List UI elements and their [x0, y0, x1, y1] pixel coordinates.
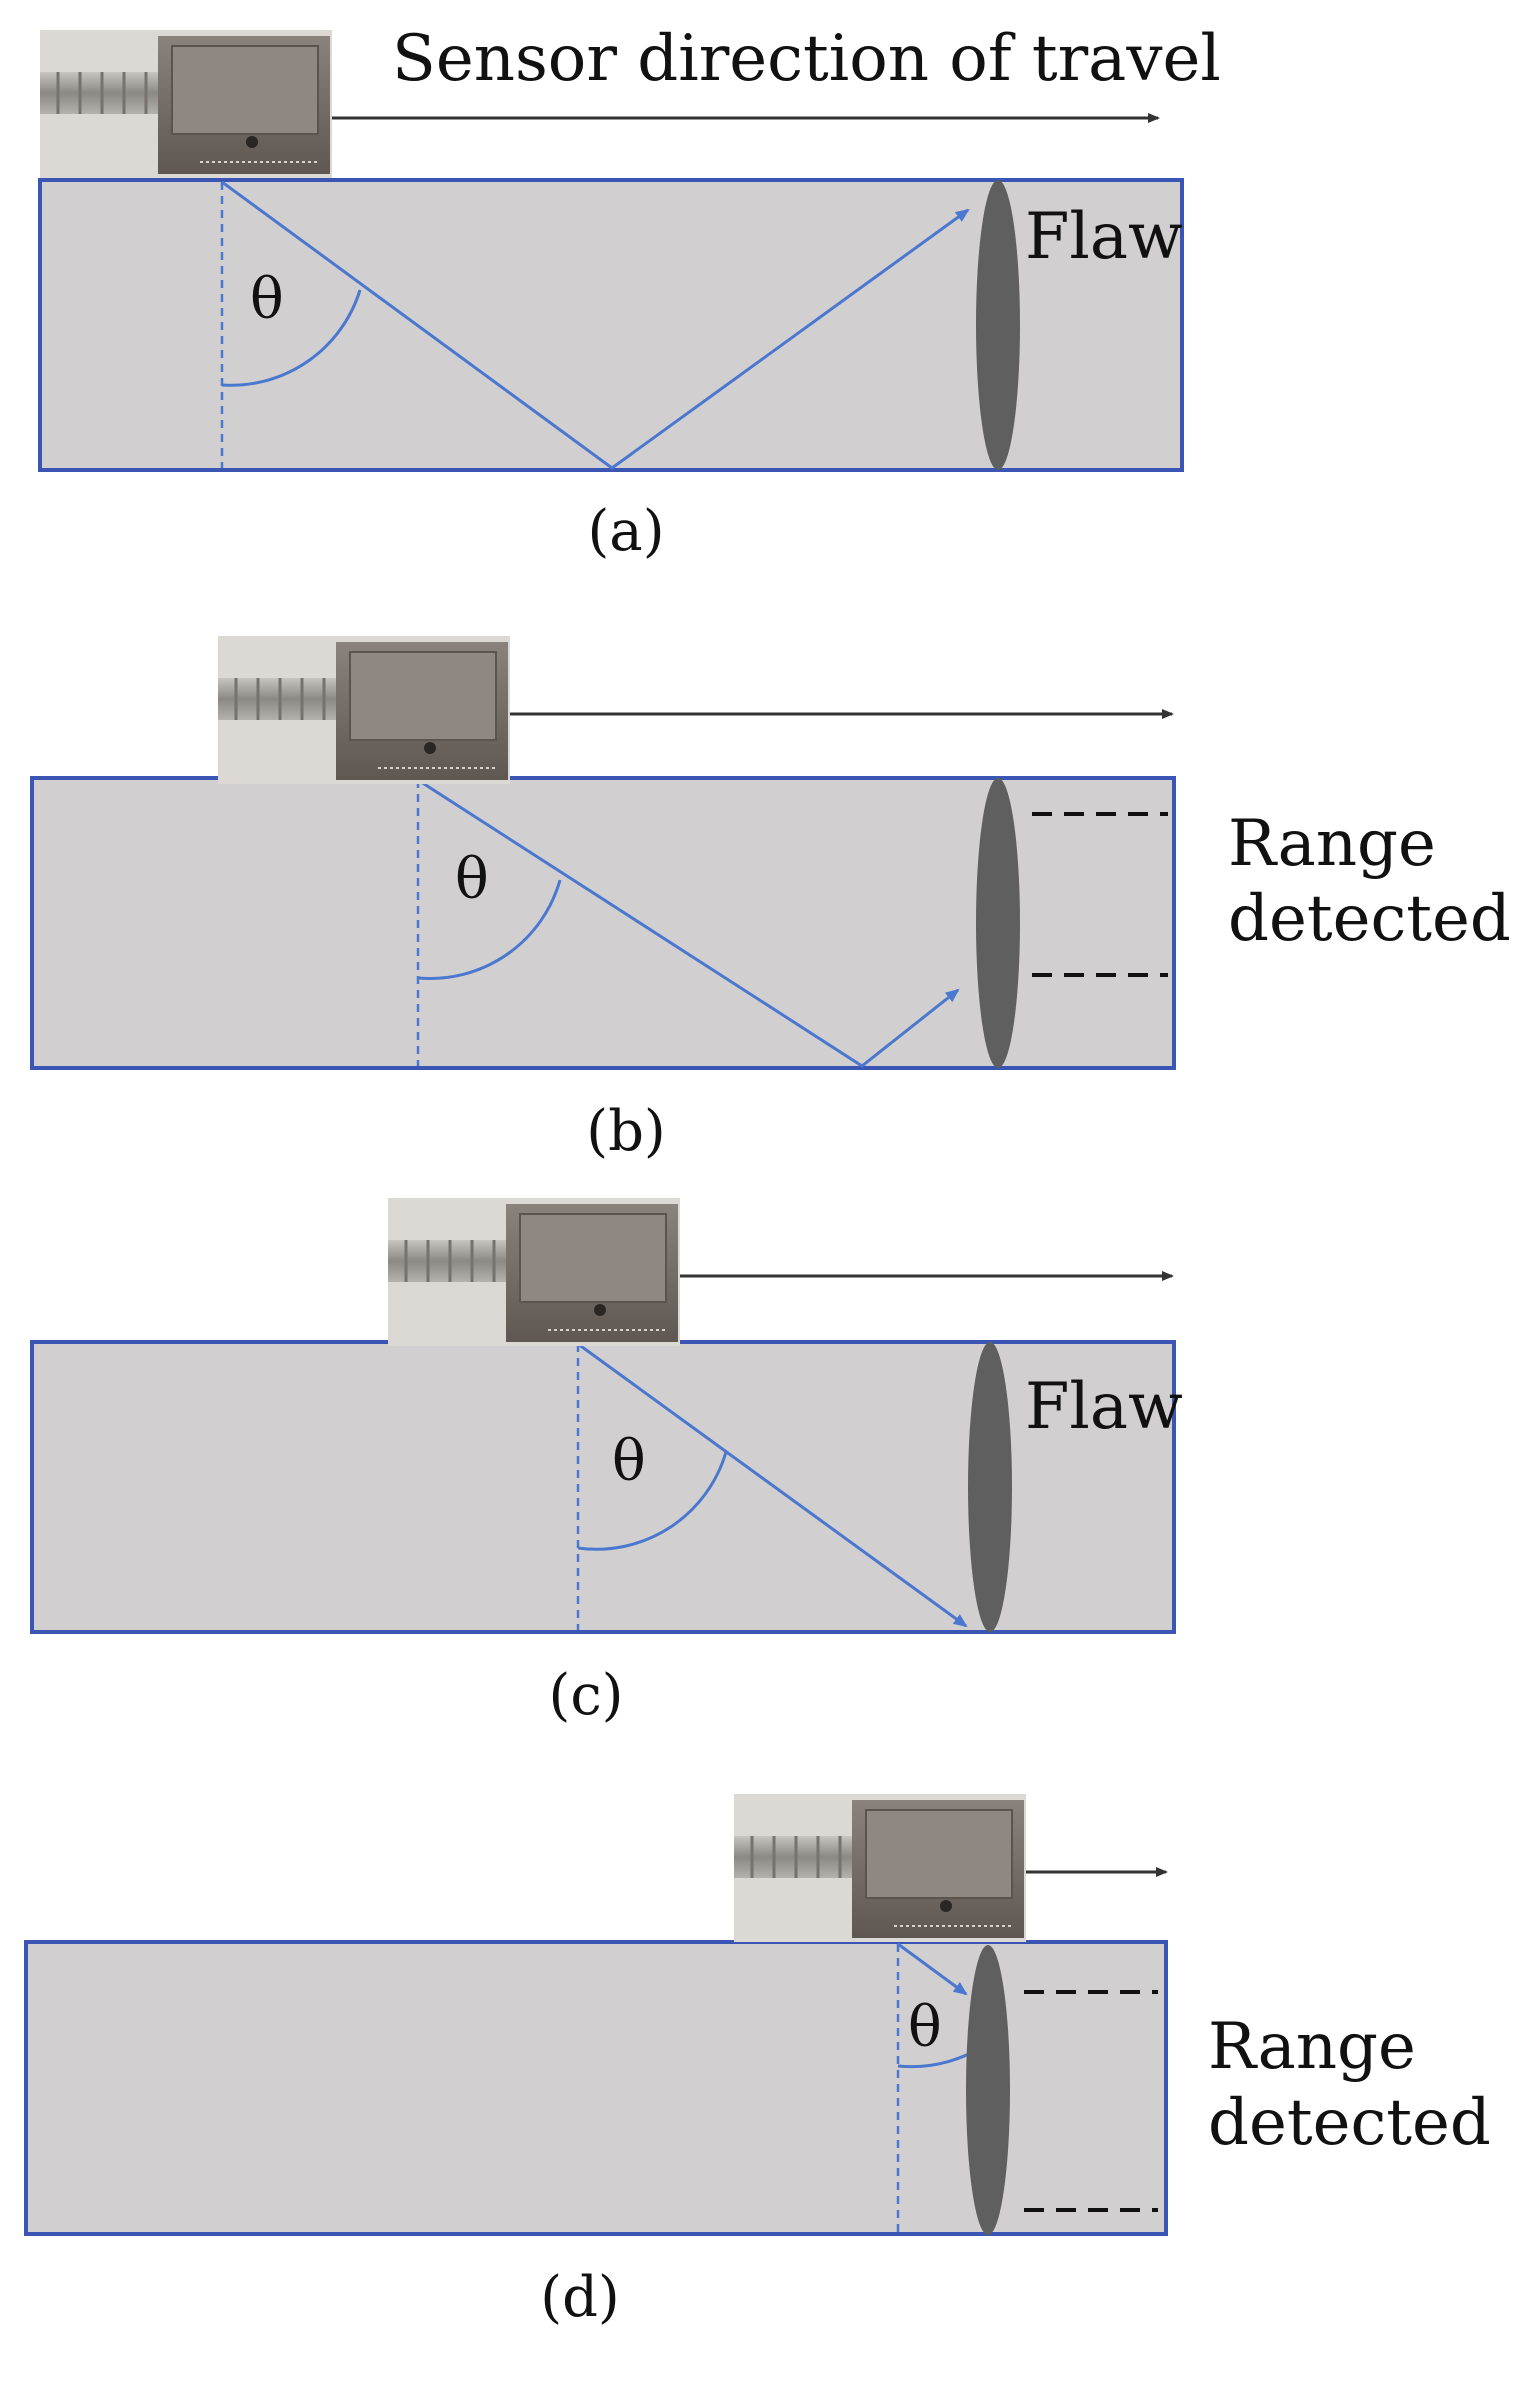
panel-c: θ Flaw (c): [30, 1198, 1183, 1728]
panel-d: θ Range detected (d): [24, 1794, 1491, 2330]
angle-label: θ: [612, 1429, 646, 1494]
panel-caption: (c): [548, 1663, 623, 1728]
flaw: [976, 180, 1020, 470]
sensor-icon: [40, 30, 332, 178]
panel-caption: (d): [540, 2265, 620, 2330]
flaw-label: Flaw: [1025, 1370, 1183, 1444]
sensor-icon: [734, 1794, 1026, 1942]
angle-label: θ: [455, 847, 489, 912]
angle-arc: [417, 879, 562, 981]
sensor-icon: [388, 1198, 680, 1346]
sensor-icon: [218, 636, 510, 784]
panel-caption: (a): [587, 499, 664, 564]
angle-arc: [221, 289, 362, 387]
travel-label: Sensor direction of travel: [392, 22, 1221, 96]
range-label-line2: detected: [1228, 882, 1511, 956]
flaw: [976, 778, 1020, 1068]
range-label-line1: Range: [1208, 2010, 1416, 2084]
range-label-line1: Range: [1228, 807, 1436, 881]
panel-b: θ Range detected (b): [30, 636, 1511, 1164]
beam-path: [577, 1342, 968, 1628]
angle-label: θ: [908, 1995, 942, 2060]
range-label-line2: detected: [1208, 2086, 1491, 2160]
angle-arc: [577, 1451, 728, 1551]
flaw: [968, 1342, 1012, 1632]
beam-path: [221, 180, 970, 470]
flaw: [966, 1945, 1010, 2235]
flaw-label: Flaw: [1025, 200, 1183, 274]
angle-label: θ: [250, 267, 284, 332]
beam-path: [417, 778, 960, 1068]
panel-a: θ Flaw Sensor direction of travel (a): [38, 22, 1221, 564]
panel-caption: (b): [586, 1099, 666, 1164]
beam-path: [897, 1942, 968, 1996]
